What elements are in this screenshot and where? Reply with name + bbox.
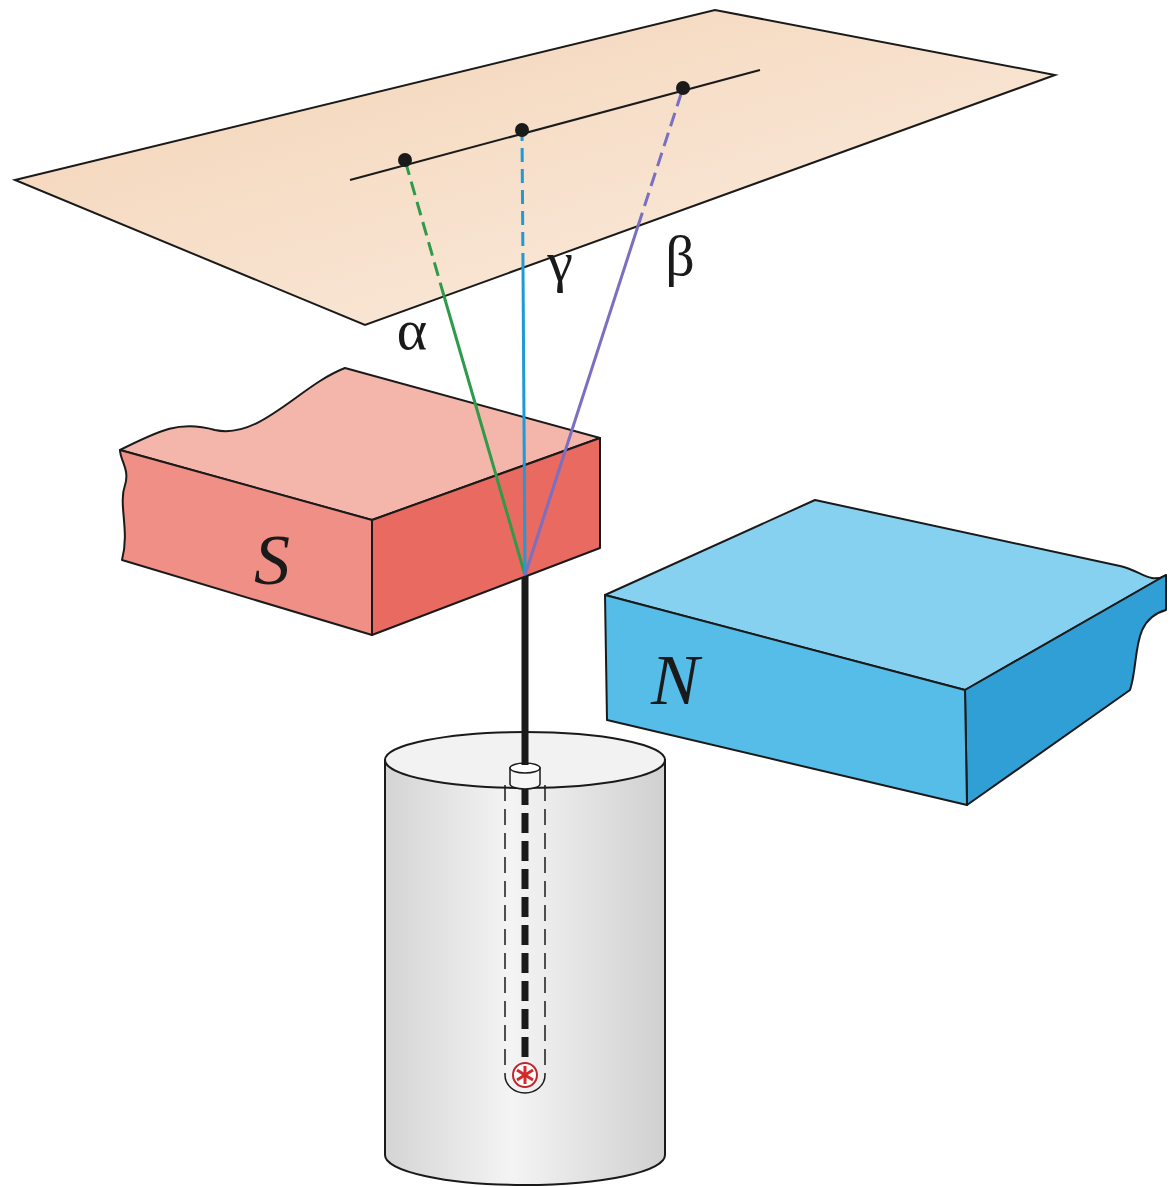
- magnet-face: [120, 450, 372, 635]
- channel-wall: [504, 785, 506, 1075]
- magnet-face: [605, 595, 967, 805]
- pole-letter: S: [254, 524, 290, 596]
- impact-dot: [515, 123, 529, 137]
- beam-in-channel: [522, 785, 529, 1063]
- channel-wall: [544, 785, 546, 1075]
- alpha-ray-hidden: [405, 160, 444, 296]
- source-star: [517, 1066, 533, 1084]
- magnet-face: [372, 438, 600, 635]
- ray-label: γ: [547, 233, 573, 291]
- screen-line: [350, 70, 760, 180]
- beam-exit: [522, 575, 529, 765]
- ray-label: β: [665, 227, 695, 285]
- magnet-pole: N: [600, 495, 1171, 813]
- lead-container: [385, 760, 665, 1185]
- radioactive-source: [513, 1063, 537, 1087]
- magnet-pole: S: [112, 360, 607, 642]
- impact-dot: [398, 153, 412, 167]
- ray-label: α: [397, 301, 427, 359]
- pole-letter: N: [651, 644, 699, 716]
- gamma-ray-hidden: [522, 130, 523, 267]
- impact-dot: [676, 81, 690, 95]
- magnet-face: [965, 575, 1166, 805]
- magnet-block: [112, 360, 607, 642]
- beta-ray-hidden: [638, 88, 683, 226]
- screen-plate: [15, 10, 1055, 325]
